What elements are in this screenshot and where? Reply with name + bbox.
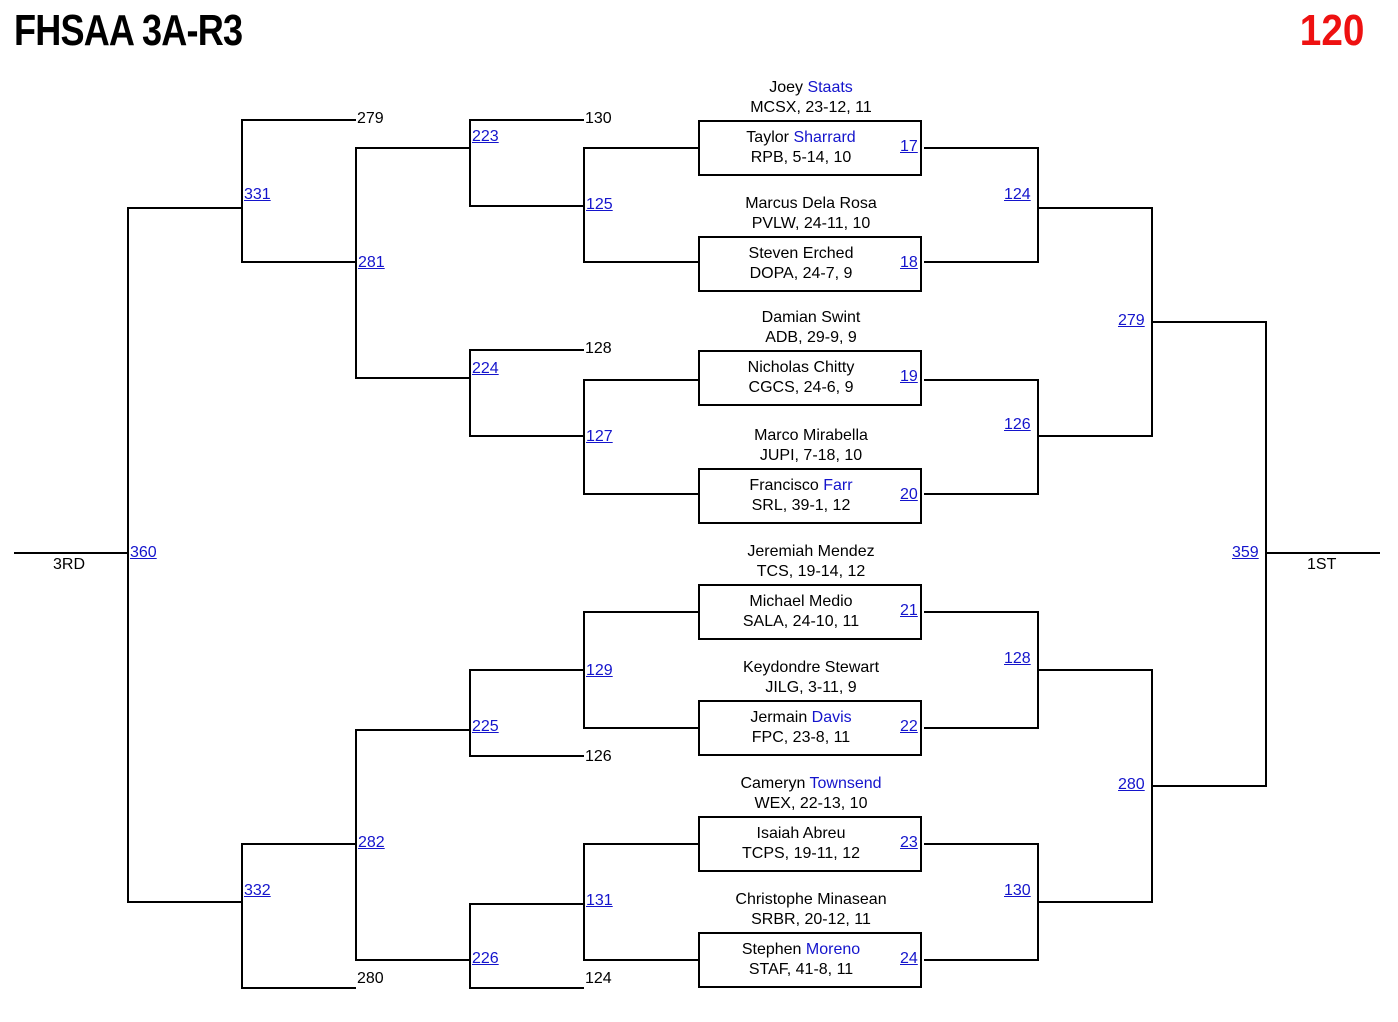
page-title: FHSAA 3A-R3 xyxy=(14,6,243,55)
wrestler-box: Steven Erched DOPA, 24-7, 9 xyxy=(698,236,922,292)
third-place-label: 3RD xyxy=(53,556,86,573)
wrestler-box: Nicholas Chitty CGCS, 24-6, 9 xyxy=(698,350,922,406)
loser-from-label: 279 xyxy=(357,110,384,127)
wrestler-entry: Damian Swint ADB, 29-9, 9 xyxy=(761,309,861,346)
wrestler-entry: Christophe Minasean SRBR, 20-12, 11 xyxy=(735,891,887,928)
bout-link[interactable]: 128 xyxy=(1004,650,1031,667)
wrestler-entry: Jeremiah Mendez TCS, 19-14, 12 xyxy=(747,543,875,580)
bout-link[interactable]: 280 xyxy=(1118,776,1145,793)
wrestler-entry: Marco Mirabella JUPI, 7-18, 10 xyxy=(754,427,868,464)
loser-from-label: 130 xyxy=(585,110,612,127)
wrestler-entry: Cameryn Townsend WEX, 22-13, 10 xyxy=(740,775,882,812)
wrestler-box: Michael Medio SALA, 24-10, 11 xyxy=(698,584,922,640)
bout-link[interactable]: 17 xyxy=(900,138,918,155)
weight-class: 120 xyxy=(1299,6,1364,55)
wrestler-entry: Joey Staats MCSX, 23-12, 11 xyxy=(750,79,872,116)
bout-link[interactable]: 125 xyxy=(586,196,613,213)
bout-link[interactable]: 18 xyxy=(900,254,918,271)
wrestler-box: Isaiah Abreu TCPS, 19-11, 12 xyxy=(698,816,922,872)
bout-link[interactable]: 19 xyxy=(900,368,918,385)
bout-link[interactable]: 224 xyxy=(472,360,499,377)
bout-link[interactable]: 129 xyxy=(586,662,613,679)
bout-link[interactable]: 359 xyxy=(1232,544,1259,561)
wrestler-box: Taylor Sharrard RPB, 5-14, 10 xyxy=(698,120,922,176)
first-place-label: 1ST xyxy=(1307,556,1337,573)
bout-link[interactable]: 124 xyxy=(1004,186,1031,203)
loser-from-label: 124 xyxy=(585,970,612,987)
bout-link[interactable]: 360 xyxy=(130,544,157,561)
wrestler-entry: Keydondre Stewart JILG, 3-11, 9 xyxy=(742,659,880,696)
bout-link[interactable]: 282 xyxy=(358,834,385,851)
wrestler-entry: Marcus Dela Rosa PVLW, 24-11, 10 xyxy=(745,195,877,232)
bout-link[interactable]: 331 xyxy=(244,186,271,203)
bout-link[interactable]: 21 xyxy=(900,602,918,619)
bout-link[interactable]: 126 xyxy=(1004,416,1031,433)
loser-from-label: 126 xyxy=(585,748,612,765)
bout-link[interactable]: 223 xyxy=(472,128,499,145)
bout-link[interactable]: 20 xyxy=(900,486,918,503)
bout-link[interactable]: 131 xyxy=(586,892,613,909)
bout-link[interactable]: 279 xyxy=(1118,312,1145,329)
bout-link[interactable]: 225 xyxy=(472,718,499,735)
bout-link[interactable]: 332 xyxy=(244,882,271,899)
wrestler-box: Jermain Davis FPC, 23-8, 11 xyxy=(698,700,922,756)
bout-link[interactable]: 226 xyxy=(472,950,499,967)
loser-from-label: 280 xyxy=(357,970,384,987)
bout-link[interactable]: 127 xyxy=(586,428,613,445)
bout-link[interactable]: 281 xyxy=(358,254,385,271)
bout-link[interactable]: 130 xyxy=(1004,882,1031,899)
bout-link[interactable]: 24 xyxy=(900,950,918,967)
bout-link[interactable]: 22 xyxy=(900,718,918,735)
wrestler-box: Stephen Moreno STAF, 41-8, 11 xyxy=(698,932,922,988)
loser-from-label: 128 xyxy=(585,340,612,357)
bout-link[interactable]: 23 xyxy=(900,834,918,851)
wrestler-box: Francisco Farr SRL, 39-1, 12 xyxy=(698,468,922,524)
